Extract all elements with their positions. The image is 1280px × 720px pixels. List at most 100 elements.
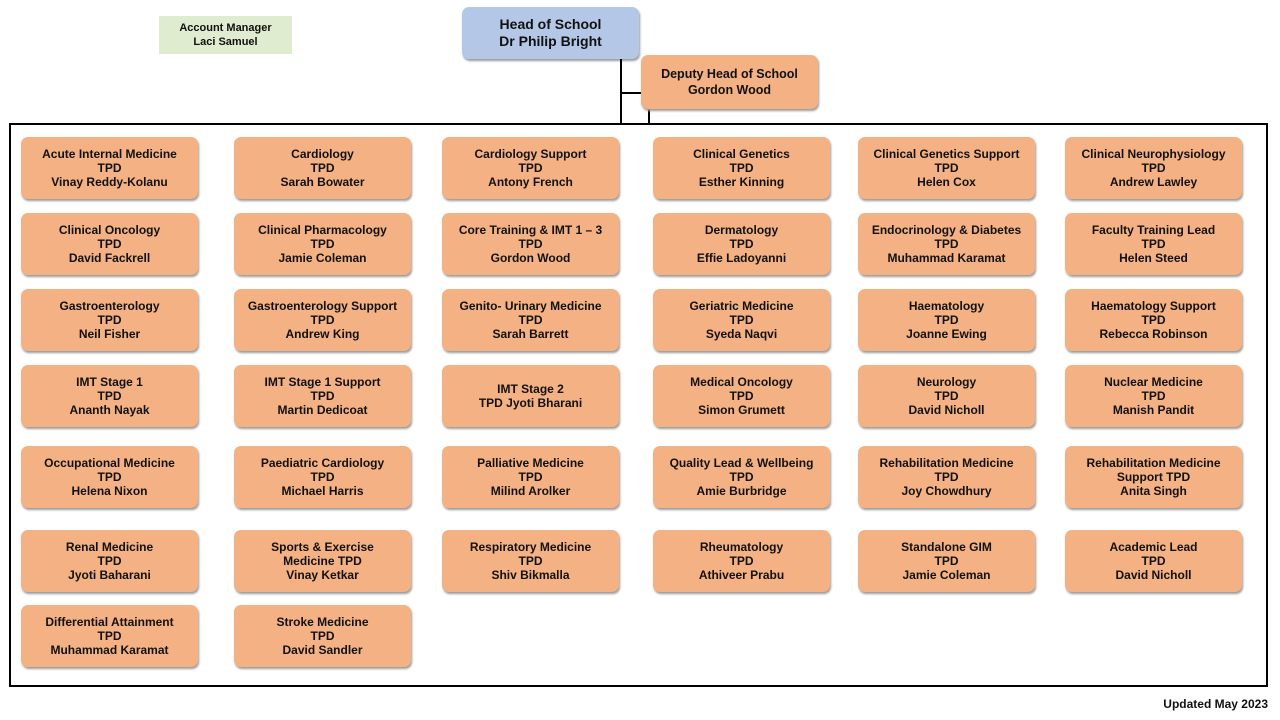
specialty-line: TPD <box>518 470 543 484</box>
specialty-title: Faculty Training Lead <box>1091 223 1216 237</box>
specialty-title: IMT Stage 1 Support <box>264 375 381 389</box>
deputy-head-title: Deputy Head of School <box>661 67 798 81</box>
specialty-line: Syeda Naqvi <box>705 327 778 341</box>
specialty-line: TPD <box>934 554 959 568</box>
specialty-line: Rebecca Robinson <box>1099 327 1208 341</box>
specialty-line: Shiv Bikmalla <box>491 568 570 582</box>
specialty-title: Core Training & IMT 1 – 3 <box>458 223 603 237</box>
specialty-line: TPD <box>310 313 335 327</box>
specialty-title: Sports & Exercise <box>271 540 374 554</box>
specialty-line: Joanne Ewing <box>906 327 987 341</box>
specialty-line: Ananth Nayak <box>69 403 150 417</box>
deputy-head-box: Deputy Head of School Gordon Wood <box>641 55 818 109</box>
specialty-line: TPD <box>97 237 122 251</box>
specialty-line: TPD <box>518 313 543 327</box>
specialty-line: TPD <box>310 237 335 251</box>
specialty-line: TPD <box>310 389 335 403</box>
specialty-line: TPD <box>310 470 335 484</box>
specialty-line: Helena Nixon <box>71 484 148 498</box>
specialty-line: TPD <box>518 237 543 251</box>
specialty-line: David Fackrell <box>68 251 151 265</box>
head-of-school-name: Dr Philip Bright <box>499 33 602 49</box>
specialty-line: TPD <box>729 389 754 403</box>
specialty-title: Occupational Medicine <box>44 456 175 470</box>
specialty-title: Haematology Support <box>1091 299 1216 313</box>
specialty-title: IMT Stage 2 <box>497 382 564 396</box>
specialty-line: TPD <box>1141 313 1166 327</box>
specialty-line: TPD <box>310 161 335 175</box>
specialty-title: Clinical Neurophysiology <box>1081 147 1226 161</box>
specialty-line: Athiveer Prabu <box>698 568 785 582</box>
specialty-title: Renal Medicine <box>65 540 154 554</box>
specialty-line: Andrew Lawley <box>1109 175 1198 189</box>
specialty-line: TPD <box>729 470 754 484</box>
specialty-line: TPD <box>934 237 959 251</box>
specialty-title: Stroke Medicine <box>276 615 369 629</box>
specialty-title: Cardiology <box>291 147 354 161</box>
specialty-title: Geriatric Medicine <box>689 299 794 313</box>
specialty-line: TPD <box>934 470 959 484</box>
account-manager-title: Account Manager <box>179 22 272 34</box>
specialty-title: Clinical Pharmacology <box>258 223 387 237</box>
specialty-line: TPD <box>729 554 754 568</box>
specialty-line: TPD <box>310 629 335 643</box>
specialty-line: TPD <box>1141 389 1166 403</box>
specialty-line: Medicine TPD <box>283 554 362 568</box>
specialty-line: TPD Jyoti Bharani <box>478 396 583 410</box>
specialty-line: TPD <box>97 554 122 568</box>
specialty-line: TPD <box>97 629 122 643</box>
specialty-title: Nuclear Medicine <box>1104 375 1203 389</box>
updated-note: Updated May 2023 <box>1163 697 1268 711</box>
specialty-line: Esther Kinning <box>698 175 785 189</box>
specialty-line: Simon Grumett <box>698 403 785 417</box>
specialty-line: Neil Fisher <box>78 327 141 341</box>
specialty-line: Jamie Coleman <box>278 251 367 265</box>
specialty-line: TPD <box>934 161 959 175</box>
specialty-title: Palliative Medicine <box>477 456 584 470</box>
specialty-title: Cardiology Support <box>474 147 587 161</box>
head-of-school-title: Head of School <box>499 16 602 32</box>
specialty-line: TPD <box>729 313 754 327</box>
specialty-line: TPD <box>729 161 754 175</box>
specialty-line: David Nicholl <box>908 403 985 417</box>
specialty-title: Academic Lead <box>1109 540 1198 554</box>
connector-deputy-stub <box>648 109 650 124</box>
specialty-title: Endocrinology & Diabetes <box>871 223 1022 237</box>
specialty-line: Milind Arolker <box>490 484 571 498</box>
specialty-line: Support TPD <box>1116 470 1191 484</box>
specialty-line: Jamie Coleman <box>902 568 991 582</box>
specialty-title: Quality Lead & Wellbeing <box>669 456 814 470</box>
specialty-line: Helen Steed <box>1119 251 1188 265</box>
specialty-line: Muhammad Karamat <box>50 643 169 657</box>
specialty-line: Sarah Bowater <box>280 175 365 189</box>
account-manager-box: Account Manager Laci Samuel <box>159 16 292 54</box>
specialty-title: Medical Oncology <box>690 375 793 389</box>
specialty-line: Michael Harris <box>281 484 364 498</box>
specialty-line: Antony French <box>488 175 573 189</box>
specialty-line: David Nicholl <box>1115 568 1192 582</box>
